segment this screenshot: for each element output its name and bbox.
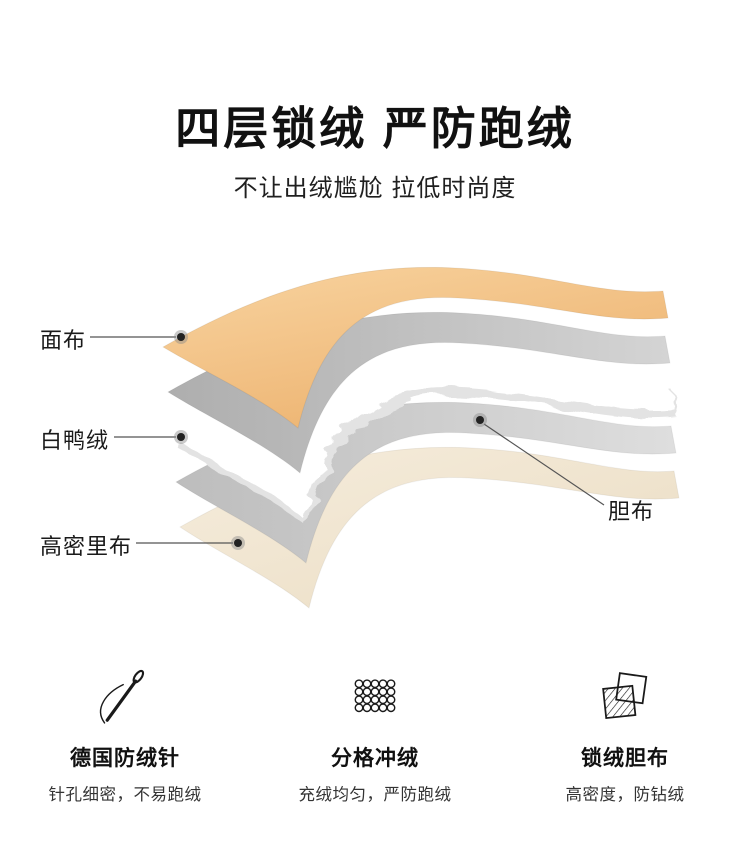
feature-compartment-filling: 分格冲绒 充绒均匀，严防跑绒: [255, 664, 495, 805]
feature-row: 德国防绒针 针孔细密，不易跑绒 分格冲绒 充绒均匀，严防跑绒: [0, 664, 750, 805]
feature-title: 德国防绒针: [70, 747, 180, 770]
pointer-dot: [174, 330, 188, 344]
feature-title: 锁绒胆布: [581, 747, 669, 770]
label-surface-fabric: 面布: [40, 328, 87, 353]
feature-desc: 充绒均匀，严防跑绒: [298, 786, 452, 804]
feature-anti-down-needle: 德国防绒针 针孔细密，不易跑绒: [5, 664, 245, 805]
page-title: 四层锁绒 严防跑绒: [175, 103, 575, 154]
quilt-grid-icon: [343, 664, 407, 730]
feature-title: 分格冲绒: [331, 747, 419, 770]
pointer-dot: [174, 430, 188, 444]
surface-fabric-layer: [162, 266, 669, 429]
label-liner-fabric: 胆布: [608, 499, 655, 524]
feature-desc: 高密度，防钻绒: [565, 786, 685, 804]
pointer-dot: [231, 536, 245, 550]
label-duck-down: 白鸭绒: [40, 428, 110, 453]
feature-down-lock-liner: 锁绒胆布 高密度，防钻绒: [505, 664, 745, 805]
page-subtitle: 不让出绒尴尬 拉低时尚度: [233, 175, 517, 202]
pointer-lines: [90, 336, 605, 544]
pointer-dot: [473, 413, 487, 427]
label-high-density-lining: 高密里布: [40, 534, 133, 559]
layer-diagram: [90, 266, 680, 609]
needle-icon: [93, 664, 157, 730]
feature-desc: 针孔细密，不易跑绒: [48, 786, 202, 804]
fabric-swatch-icon: [593, 664, 657, 730]
pointer-dots: [174, 330, 487, 550]
